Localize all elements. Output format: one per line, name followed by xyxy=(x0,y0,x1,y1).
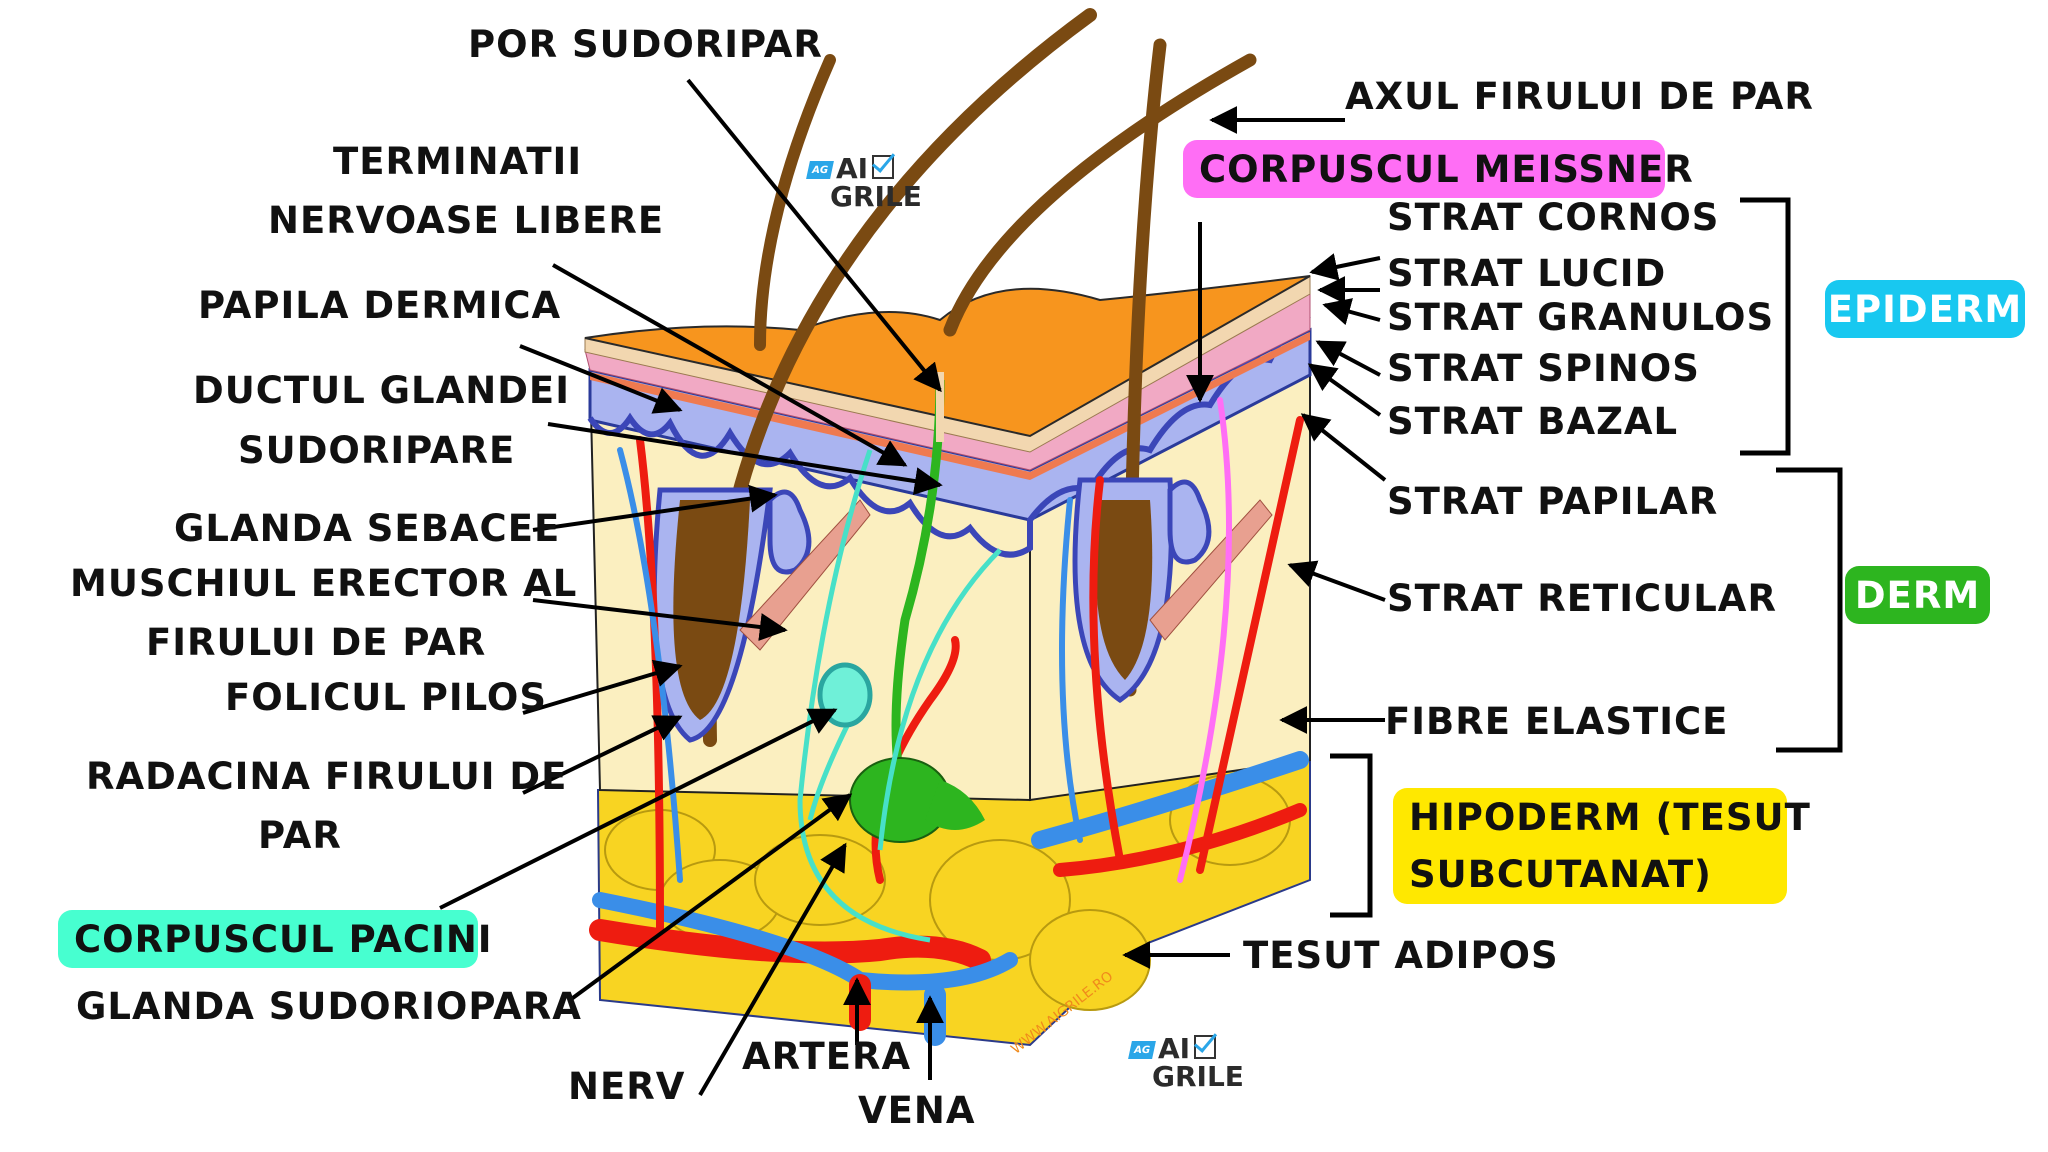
sweat-gland xyxy=(849,372,985,843)
aigrile-logo-bottom: AG AI GRILE xyxy=(1128,1032,1244,1095)
epiderm-bracket xyxy=(1740,197,1791,456)
label-por-sudoripar: POR SUDORIPAR xyxy=(468,23,823,66)
label-vena: VENA xyxy=(858,1089,976,1132)
tag-corpuscul-pacini-text: CORPUSCUL PACINI xyxy=(74,917,493,961)
tag-derm-text: DERM xyxy=(1854,573,1981,617)
tag-derm: DERM xyxy=(1845,566,1990,624)
skin-surface xyxy=(584,275,1311,438)
label-strat-papilar: STRAT PAPILAR xyxy=(1387,480,1719,523)
tag-hipoderm: HIPODERM (TESUT SUBCUTANAT) xyxy=(1393,788,1810,904)
derm-bracket xyxy=(1776,467,1843,753)
tag-hipoderm-line1: HIPODERM (TESUT xyxy=(1409,796,1811,839)
logo-ai-text: AI xyxy=(1158,1032,1191,1065)
logo-ag-badge: AG xyxy=(1128,1041,1156,1059)
label-strat-cornos: STRAT CORNOS xyxy=(1387,196,1720,239)
label-terminatii-line1: TERMINATII xyxy=(333,140,583,183)
label-terminatii-line2: NERVOASE LIBERE xyxy=(268,199,665,242)
label-artera: ARTERA xyxy=(742,1035,912,1078)
tag-epiderm-text: EPIDERM xyxy=(1827,287,2023,331)
label-nerv: NERV xyxy=(568,1065,686,1108)
label-fibre-elastice: FIBRE ELASTICE xyxy=(1385,700,1729,743)
label-radacina-line2: PAR xyxy=(258,814,342,857)
arrector-muscles xyxy=(739,499,1273,651)
label-glanda-sudoripara: GLANDA SUDORIOPARA xyxy=(76,985,582,1028)
hipoderm-bracket xyxy=(1330,753,1373,918)
leader-lines xyxy=(439,78,1387,1097)
label-ductul-line1: DUCTUL GLANDEI xyxy=(193,369,570,412)
tag-epiderm: EPIDERM xyxy=(1825,280,2025,338)
label-papila-dermica: PAPILA DERMICA xyxy=(198,284,562,327)
brackets xyxy=(1330,197,1843,918)
logo-grile-text: GRILE xyxy=(830,180,922,213)
label-strat-spinos: STRAT SPINOS xyxy=(1387,347,1700,390)
label-glanda-sebacee: GLANDA SEBACEE xyxy=(174,507,561,550)
tag-corpuscul-meissner-text: CORPUSCUL MEISSNER xyxy=(1199,147,1694,191)
checkbox-check-icon xyxy=(1194,1035,1216,1059)
label-ductul-line2: SUDORIPARE xyxy=(238,429,516,472)
label-strat-bazal: STRAT BAZAL xyxy=(1387,400,1679,443)
logo-ag-badge: AG xyxy=(806,161,834,179)
label-radacina-line1: RADACINA FIRULUI DE xyxy=(86,755,568,798)
label-strat-reticular: STRAT RETICULAR xyxy=(1387,577,1777,620)
logo-ai-text: AI xyxy=(836,152,869,185)
aigrile-logo-top: AG AI GRILE xyxy=(806,152,922,215)
tag-hipoderm-line2: SUBCUTANAT) xyxy=(1409,853,1712,896)
label-muschiul-line1: MUSCHIUL ERECTOR AL xyxy=(70,562,578,605)
tag-corpuscul-pacini: CORPUSCUL PACINI xyxy=(58,910,492,968)
hypodermis-fat xyxy=(596,758,1311,1047)
label-muschiul-line2: FIRULUI DE PAR xyxy=(146,621,487,664)
label-strat-lucid: STRAT LUCID xyxy=(1387,252,1667,295)
label-tesut-adipos: TESUT ADIPOS xyxy=(1243,934,1559,977)
tag-corpuscul-meissner: CORPUSCUL MEISSNER xyxy=(1183,140,1693,198)
logo-grile-text: GRILE xyxy=(1152,1060,1244,1093)
label-axul-firului: AXUL FIRULUI DE PAR xyxy=(1345,75,1814,118)
checkbox-check-icon xyxy=(872,155,894,179)
blood-vessels xyxy=(589,397,1309,1046)
label-folicul-pilos: FOLICUL PILOS xyxy=(225,676,547,719)
sebaceous-glands xyxy=(767,479,1212,575)
label-strat-granulos: STRAT GRANULOS xyxy=(1387,296,1775,339)
